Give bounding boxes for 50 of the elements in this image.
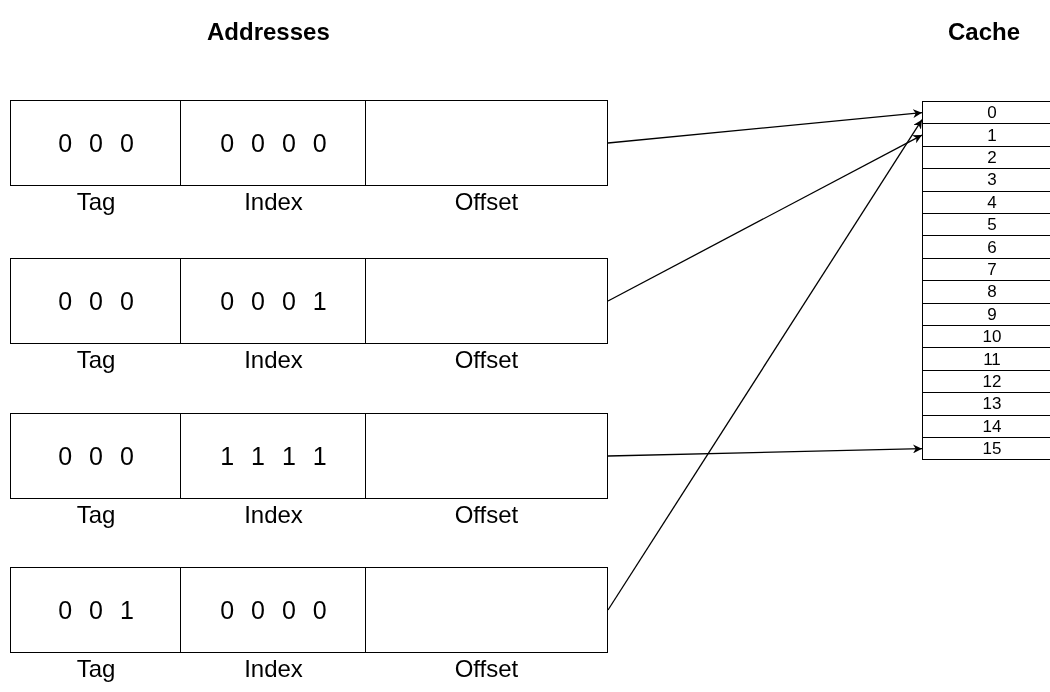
address-field: [10, 413, 182, 499]
address-field: [180, 567, 367, 653]
line-number: 10: [982, 328, 1002, 346]
bit-values: 0 0 0: [58, 441, 134, 471]
bit-values: 0 0 0 1: [220, 286, 327, 316]
arrow: [607, 444, 923, 457]
field-label: Offset: [453, 655, 520, 683]
line-number: 0: [987, 104, 997, 122]
line-number: 13: [982, 395, 1002, 413]
bit-values: 1 1 1 1: [220, 441, 327, 471]
heading: Cache: [948, 18, 1021, 46]
line-number: 1: [987, 126, 997, 144]
field-label: Index: [243, 188, 304, 216]
address-field: [10, 100, 182, 186]
field-label: Index: [243, 346, 304, 374]
line-number: 7: [987, 261, 997, 278]
address-field: [10, 567, 182, 653]
heading: Addresses: [207, 18, 330, 46]
bit-values: 0 0 1: [58, 595, 134, 625]
address-field: [180, 413, 367, 499]
line-number: 15: [982, 440, 1002, 458]
line-number: 2: [987, 149, 997, 166]
bit-values: 0 0 0: [58, 286, 134, 316]
line-number: 6: [987, 238, 997, 256]
line-number: 5: [987, 216, 997, 234]
line-number: 4: [987, 193, 997, 211]
line-number: 3: [987, 171, 997, 189]
bit-values: 0 0 0 0: [220, 595, 327, 625]
field-label: Offset: [453, 346, 520, 374]
line-number: 9: [987, 305, 997, 323]
field-label: Tag: [75, 346, 117, 374]
field-label: Tag: [75, 655, 117, 683]
field-label: Offset: [453, 188, 520, 216]
field-label: Tag: [75, 501, 117, 529]
field-label: Tag: [75, 188, 117, 216]
line-number: 12: [982, 373, 1002, 390]
address-field: [10, 258, 182, 344]
address-field: [180, 258, 367, 344]
bit-values: 0 0 0: [58, 128, 134, 158]
arrow: [607, 134, 923, 302]
field-label: Index: [243, 501, 304, 529]
arrow: [607, 109, 923, 144]
field-label: Index: [243, 655, 304, 683]
field-label: Offset: [453, 501, 520, 529]
bit-values: 0 0 0 0: [220, 128, 327, 158]
address-field: [180, 100, 367, 186]
arrow: [607, 119, 923, 611]
line-number: 8: [987, 283, 997, 301]
line-number: 14: [982, 417, 1002, 435]
line-number: 11: [983, 350, 1001, 368]
